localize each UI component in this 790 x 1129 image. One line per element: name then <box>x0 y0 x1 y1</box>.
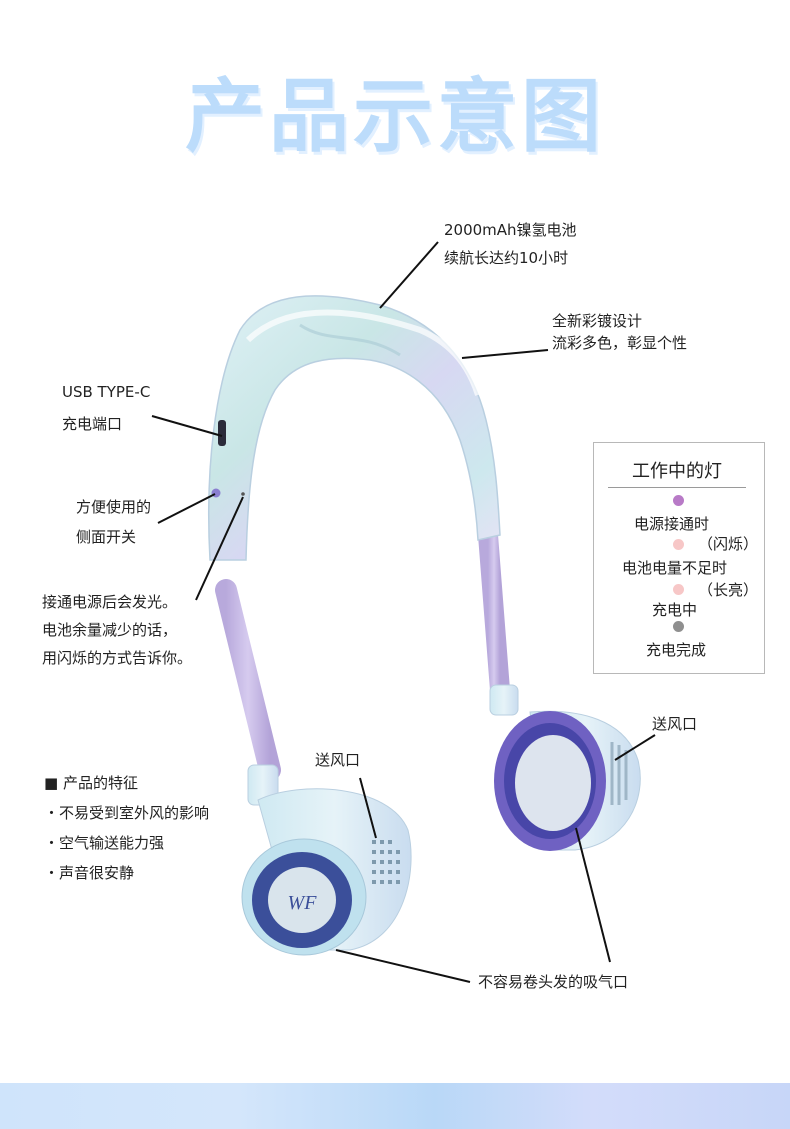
legend-label-charging: 充电中 <box>652 601 698 619</box>
outlet-right-callout: 送风口 <box>652 715 698 733</box>
outlet-left-callout: 送风口 <box>315 751 361 769</box>
feature-item: ・声音很安静 <box>44 864 135 882</box>
intake-callout: 不容易卷头发的吸气口 <box>478 973 629 991</box>
left-fan-head: WF <box>241 764 412 956</box>
right-tube <box>478 525 510 700</box>
light-leader <box>195 496 244 601</box>
outlet-right-leader <box>614 734 656 761</box>
feature-item: ・空气输送能力强 <box>44 834 165 852</box>
legend-dot-charged <box>673 621 684 632</box>
feature-item: ・不易受到室外风的影响 <box>44 804 210 822</box>
legend-label-power-on: 电源接通时 <box>634 515 710 533</box>
usb-leader <box>151 415 223 437</box>
feature-list: ■ 产品的特征 ・不易受到室外风的影响 ・空气输送能力强 ・声音很安静 <box>44 768 209 888</box>
design-callout: 全新彩镀设计 流彩多色，彰显个性 <box>552 312 688 352</box>
intake-leader-left <box>335 949 471 983</box>
legend-note-steady: （长亮） <box>698 581 759 599</box>
switch-leader <box>157 493 216 524</box>
legend-dot-charging <box>673 584 684 595</box>
usb-port <box>218 420 226 446</box>
legend-dot-power-on <box>673 495 684 506</box>
battery-callout: 2000mAh镍氢电池 续航长达约10小时 <box>444 221 577 267</box>
feature-heading: ■ 产品的特征 <box>44 774 138 792</box>
neck-band <box>208 295 501 561</box>
light-callout: 接通电源后会发光。 电池余量减少的话， 用闪烁的方式告诉你。 <box>42 593 193 667</box>
battery-leader <box>379 241 439 309</box>
light-legend: 工作中的灯 电源接通时 （闪烁） 电池电量不足时 （长亮） 充电中 充电完成 <box>593 442 765 674</box>
switch-callout: 方便使用的 侧面开关 <box>76 498 152 546</box>
wf-logo: WF <box>288 892 318 914</box>
usb-callout: USB TYPE-C 充电端口 <box>62 383 151 433</box>
legend-label-low-battery: 电池电量不足时 <box>622 559 728 577</box>
page-title: 产品示意图 <box>185 70 605 163</box>
design-leader <box>461 349 549 359</box>
indicator-light <box>241 492 245 496</box>
outlet-left-leader <box>359 777 377 839</box>
bottom-gradient-band <box>0 1083 790 1129</box>
legend-label-charged: 充电完成 <box>646 641 707 659</box>
right-fan-head <box>489 684 641 851</box>
legend-note-blink: （闪烁） <box>698 535 759 553</box>
intake-leader-right <box>575 827 611 963</box>
legend-title: 工作中的灯 <box>608 457 746 488</box>
left-tube <box>215 579 281 781</box>
legend-dot-low-battery <box>673 539 684 550</box>
